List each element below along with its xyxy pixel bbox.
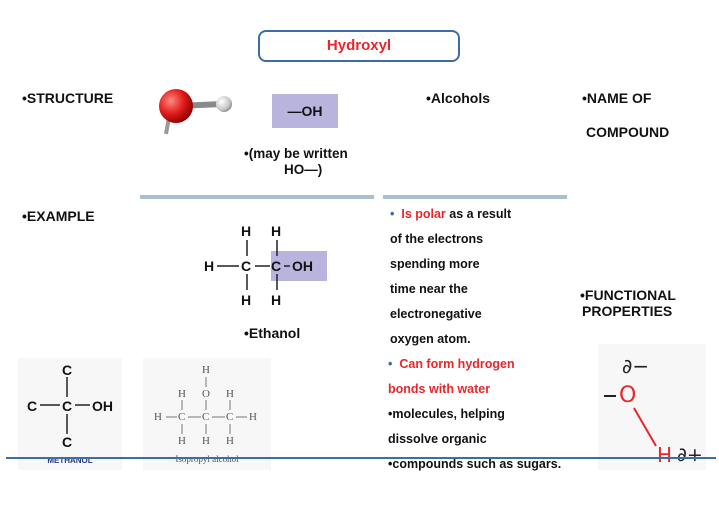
atom-h: H (271, 292, 282, 308)
atom-c: C (27, 398, 38, 414)
property-text: as a result (445, 207, 512, 221)
methanol-diagram: C C C OH C METHANOL (18, 358, 122, 470)
compound-label: COMPOUND (586, 124, 670, 140)
property-highlight: Is polar (401, 207, 446, 221)
property-line: •molecules, helping (388, 407, 505, 421)
atom-h: H (204, 258, 215, 274)
oxygen-atom: O (619, 383, 637, 408)
isopropyl-bonds (166, 377, 247, 434)
functional-label: •FUNCTIONAL (580, 287, 676, 303)
atom-h: H (241, 292, 252, 308)
oh-group-highlight: —OH (272, 94, 338, 128)
atom-h: H (249, 411, 257, 423)
ethanol-structure: H H H C C OH H H (194, 222, 344, 312)
atom-h: H (241, 223, 252, 239)
ethanol-oh-highlight (271, 251, 327, 281)
property-line: electronegative (390, 307, 482, 321)
oh-group-text: —OH (287, 103, 323, 119)
atom-h: H (178, 435, 186, 447)
properties-label: PROPERTIES (582, 303, 673, 319)
property-line: • Can form hydrogen (388, 352, 588, 377)
hydrogen-atom: H (657, 443, 673, 467)
atom-h: H (226, 435, 234, 447)
isopropyl-diagram: H H O H H C C C H H H H Isopropyl alcoho… (143, 358, 271, 470)
atom-c: C (62, 362, 73, 378)
atom-c: C (178, 411, 186, 423)
property-line: spending more (390, 257, 480, 271)
water-molecule-icon (159, 89, 232, 135)
structure-note-line2: HO—) (284, 162, 323, 177)
atom-h: H (178, 388, 186, 400)
atom-oh: OH (292, 258, 313, 274)
bullet: • (388, 357, 393, 371)
polarity-bonds (604, 395, 657, 447)
functional-properties-label: •FUNCTIONAL PROPERTIES (580, 287, 676, 319)
atom-c: C (226, 411, 234, 423)
structure-note-line1: •(may be written (244, 146, 348, 161)
title-box: Hydroxyl (258, 30, 460, 62)
property-highlight: Can form hydrogen (399, 357, 515, 371)
divider-right (383, 195, 567, 199)
atom-o: O (202, 388, 210, 400)
atom-oh: OH (92, 398, 113, 414)
methanol-bonds (40, 377, 90, 434)
atom-h: H (202, 435, 210, 447)
properties-text: • Is polar as a result of the electrons … (388, 202, 588, 477)
bullet: • (390, 207, 395, 221)
atom-c: C (62, 398, 73, 414)
page-title: Hydroxyl (326, 37, 392, 54)
atom-h: H (154, 411, 162, 423)
property-line: of the electrons (390, 232, 484, 246)
property-line: •compounds such as sugars. (388, 457, 562, 471)
property-line: bonds with water (388, 382, 491, 396)
delta-minus: ∂− (622, 354, 650, 378)
atom-c: C (241, 258, 252, 274)
atom-h: H (226, 388, 234, 400)
property-line: • Is polar as a result (388, 202, 588, 227)
delta-plus: ∂+ (677, 444, 703, 466)
name-of-label: •NAME OF (582, 90, 652, 106)
atom-h: H (202, 364, 210, 376)
bottom-rule (6, 457, 716, 459)
atom-c: C (271, 258, 282, 274)
property-line: oxygen atom. (390, 332, 471, 346)
structure-label: •STRUCTURE (22, 90, 114, 106)
ethanol-caption: •Ethanol (244, 325, 301, 341)
isopropyl-caption: Isopropyl alcohol (175, 454, 239, 464)
property-line: dissolve organic (388, 432, 487, 446)
atom-h: H (271, 223, 282, 239)
polarity-diagram: ∂− O H ∂+ (598, 344, 706, 470)
example-label: •EXAMPLE (22, 208, 95, 224)
methanol-caption: METHANOL (47, 456, 93, 465)
atom-c: C (202, 411, 210, 423)
property-line: time near the (390, 282, 468, 296)
divider-left (140, 195, 374, 199)
alcohols-label: •Alcohols (426, 90, 491, 106)
ethanol-bonds (217, 240, 290, 290)
atom-c: C (62, 434, 73, 450)
